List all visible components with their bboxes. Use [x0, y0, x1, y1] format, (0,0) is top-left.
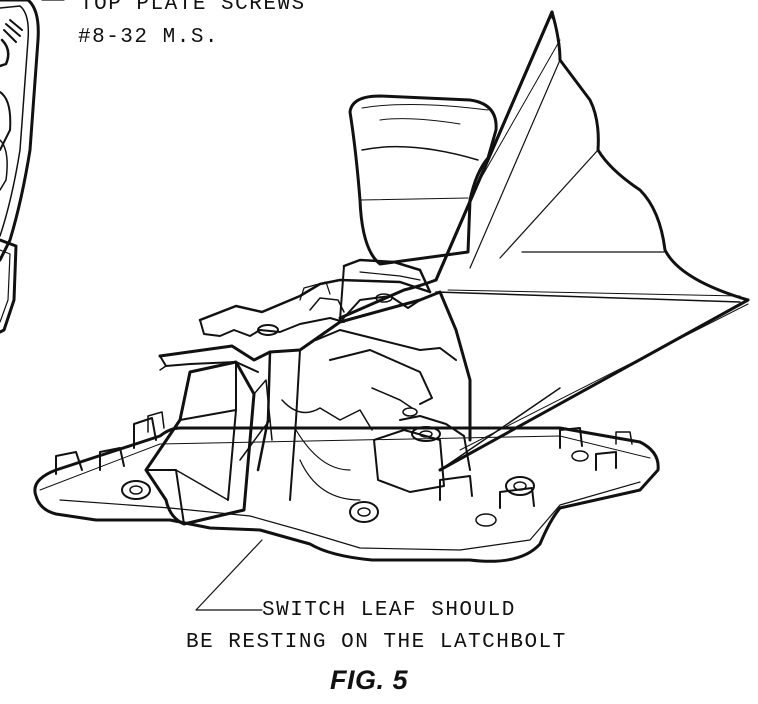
top-plate-screws-label: TOP PLATE SCREWS	[80, 0, 306, 16]
latchbolt-note-label: BE RESTING ON THE LATCHBOLT	[186, 631, 567, 654]
top-plate-fragment	[0, 0, 40, 334]
switch-leaf-leader	[195, 539, 263, 611]
figure-caption: FIG. 5	[330, 665, 409, 695]
base-plate	[33, 411, 660, 563]
strike-channel	[338, 10, 750, 472]
screw-size-label: #8-32 M.S.	[78, 26, 220, 49]
latch-handle	[348, 94, 498, 266]
switch-leaf-label: SWITCH LEAF SHOULD	[262, 599, 516, 622]
latchbolt	[144, 360, 273, 526]
latch-housing	[158, 258, 472, 501]
